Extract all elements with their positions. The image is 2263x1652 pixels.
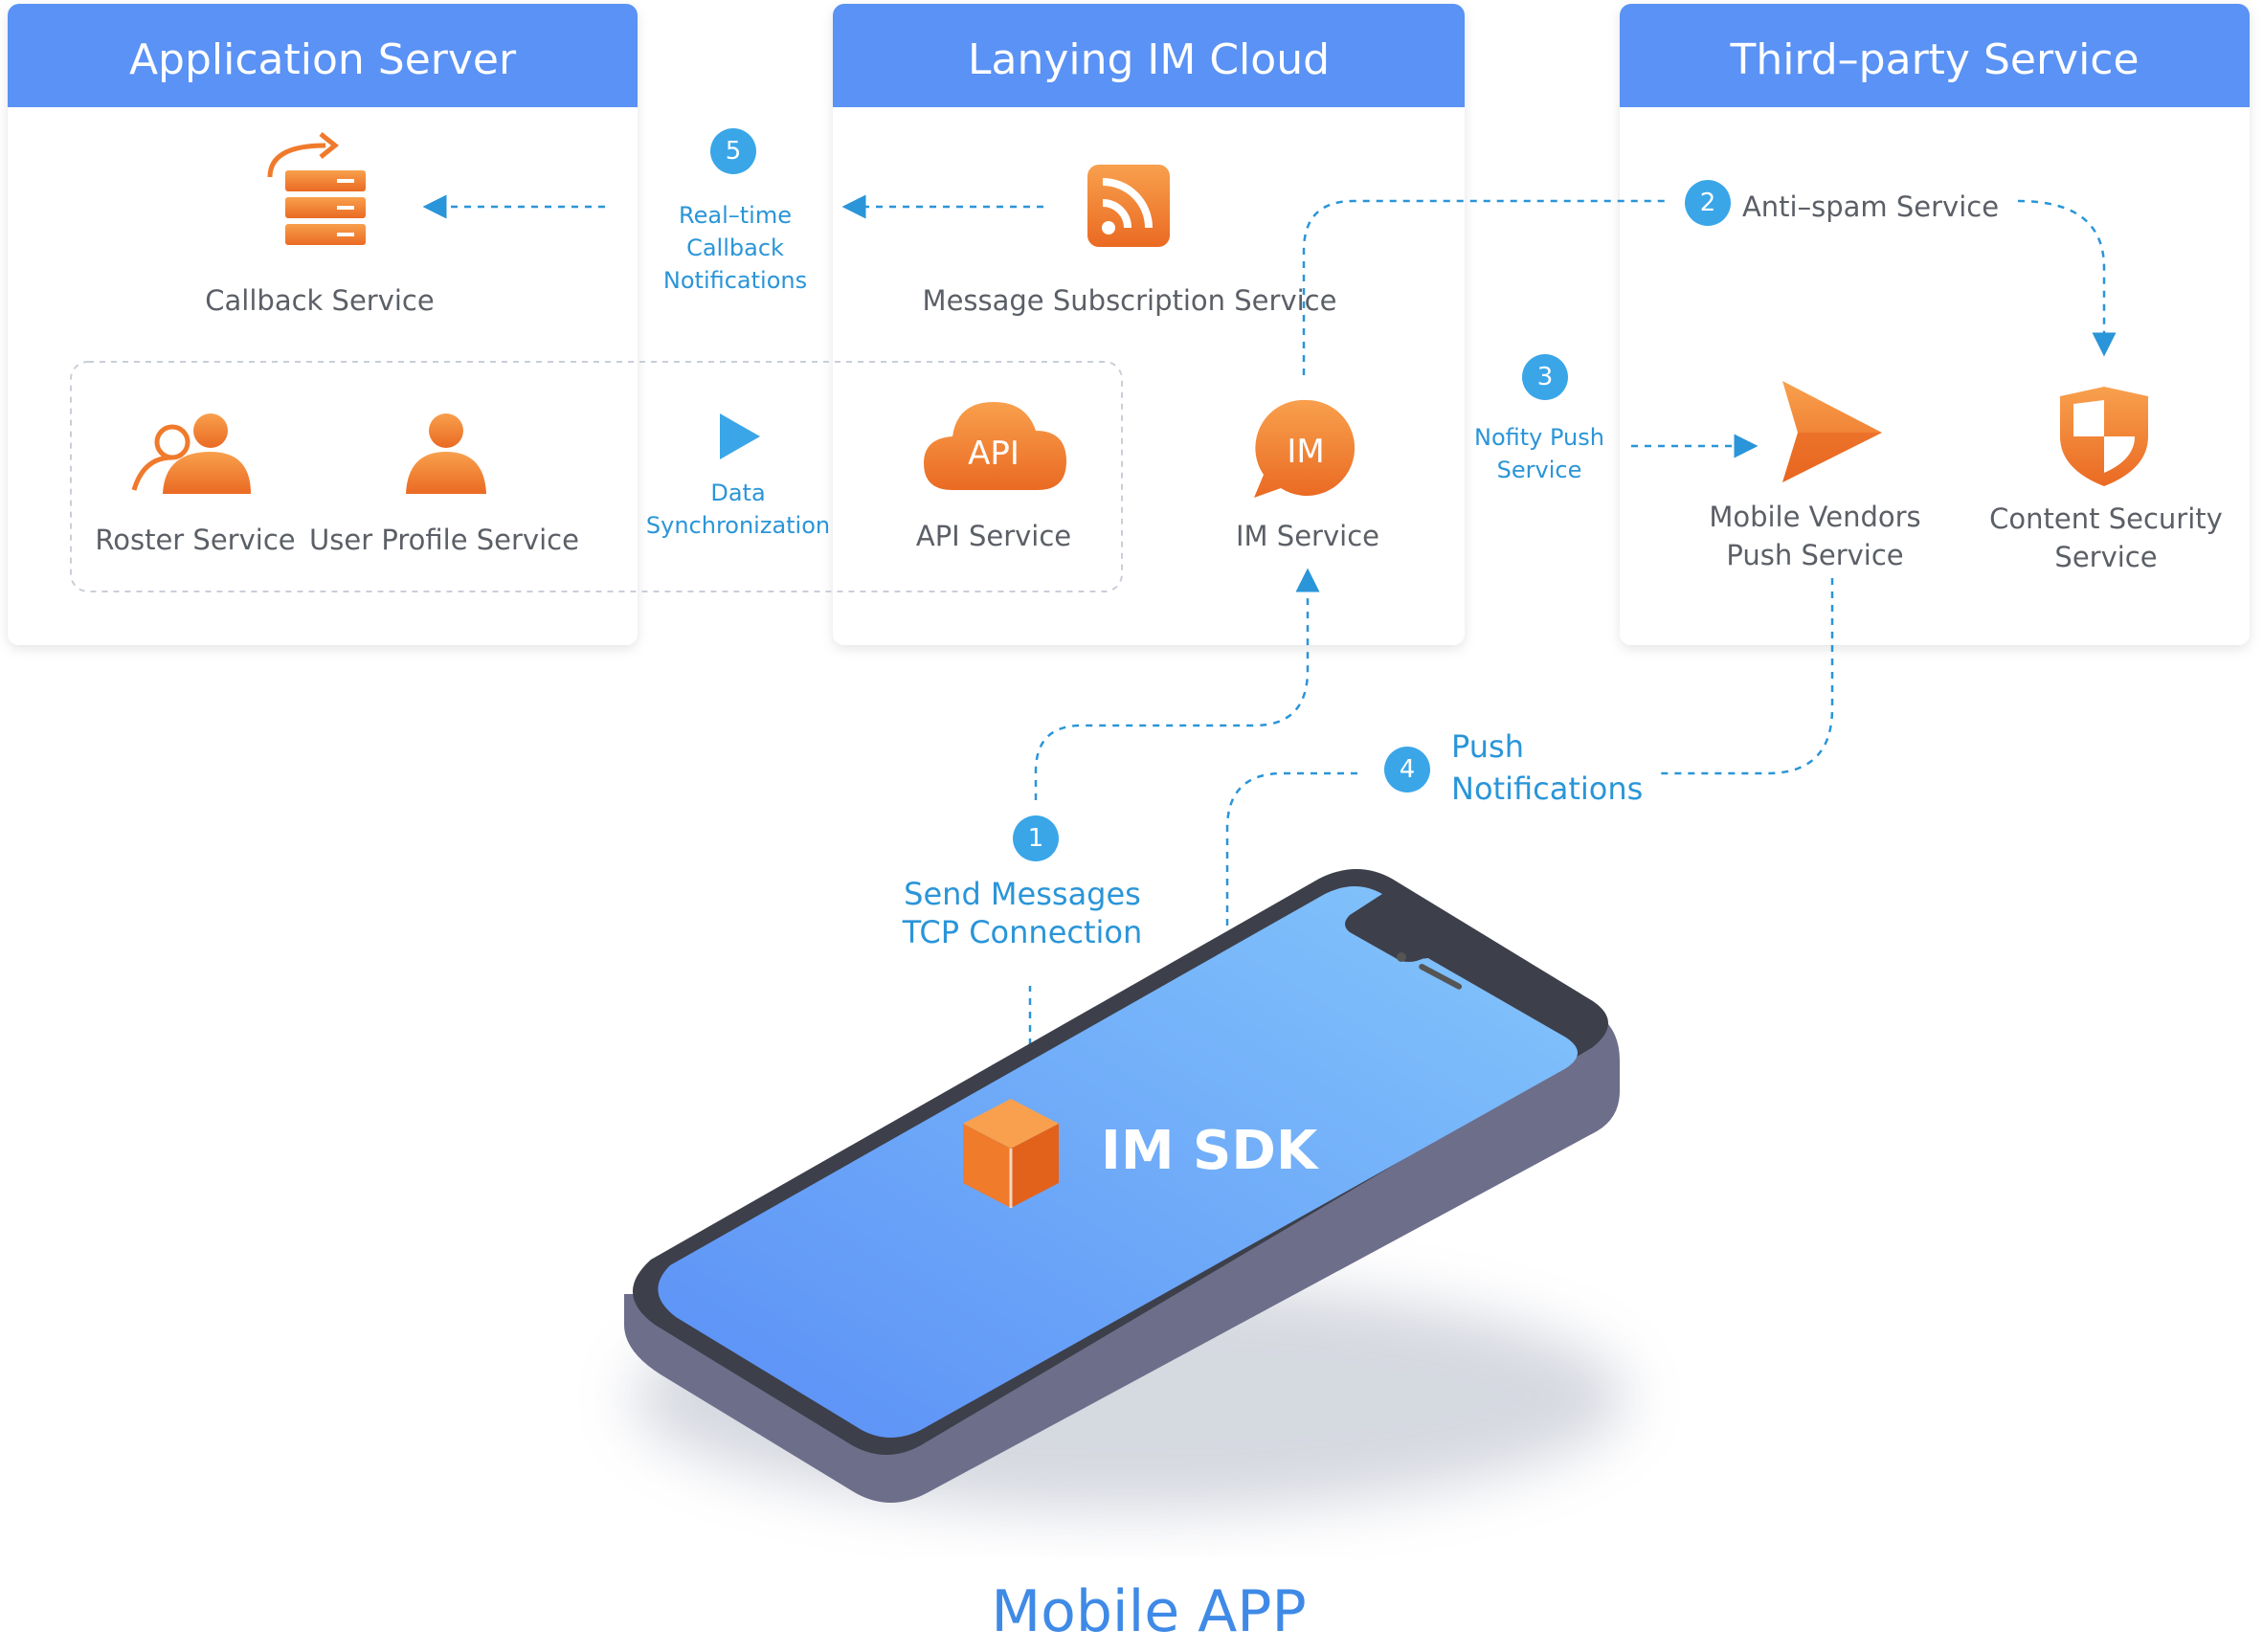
im-icon-text: IM (1287, 433, 1324, 471)
step-5-badge: 5 (710, 128, 756, 174)
play-icon (720, 413, 760, 459)
step-4-badge: 4 (1384, 747, 1430, 793)
mobile-app-title: Mobile APP (991, 1578, 1307, 1645)
api-icon-text: API (968, 435, 1019, 473)
flow-push-vertical (1660, 578, 1834, 775)
im-chat-icon: IM (1254, 399, 1356, 498)
svg-text:4: 4 (1400, 755, 1416, 784)
svg-text:3: 3 (1537, 363, 1554, 391)
user-profile-service-label: User Profile Service (309, 524, 579, 556)
step-3-badge: 3 (1522, 354, 1568, 400)
content-security-label-line1: Content Security (1989, 502, 2223, 535)
notify-push-label-line1: Nofity Push (1474, 424, 1604, 451)
shield-icon (2060, 387, 2148, 486)
api-service-label: API Service (915, 520, 1072, 552)
im-service-label: IM Service (1236, 520, 1379, 552)
lanying-im-cloud-title: Lanying IM Cloud (967, 35, 1331, 84)
paper-plane-icon (1782, 381, 1882, 482)
svg-text:2: 2 (1700, 189, 1716, 217)
sdk-cube-icon (963, 1099, 1059, 1208)
send-messages-label-line1: Send Messages (904, 876, 1141, 912)
application-server-title: Application Server (128, 35, 517, 84)
flow-anti-spam-to-security (2017, 199, 2117, 357)
mobile-vendors-label-line2: Push Service (1726, 539, 1904, 571)
push-notifications-label-line2: Notifications (1451, 770, 1644, 807)
svg-text:1: 1 (1028, 824, 1044, 853)
phone-illustration (624, 869, 1627, 1512)
step-1-badge: 1 (1013, 815, 1059, 861)
content-security-label-line2: Service (2054, 541, 2158, 573)
flow-send-line-upper (1034, 568, 1320, 800)
rss-icon (1087, 165, 1170, 247)
im-sdk-label: IM SDK (1101, 1120, 1318, 1182)
message-subscription-service-label: Message Subscription Service (922, 284, 1337, 317)
user-profile-icon (406, 413, 486, 494)
roster-service-label: Roster Service (95, 524, 296, 556)
mobile-vendors-label-line1: Mobile Vendors (1709, 501, 1921, 533)
step-2-badge: 2 (1685, 180, 1731, 226)
callback-server-icon (267, 132, 366, 245)
realtime-callback-label-line2: Callback (686, 234, 784, 261)
flow-lines (422, 194, 2117, 1084)
notify-push-label-line2: Service (1496, 457, 1582, 483)
send-messages-label-line2: TCP Connection (902, 914, 1143, 950)
roster-icon (131, 413, 251, 494)
third-party-service-title: Third–party Service (1730, 35, 2140, 84)
api-cloud-icon: API (924, 402, 1066, 490)
data-sync-label-line2: Synchronization (645, 512, 831, 539)
anti-spam-service-label: Anti–spam Service (1741, 190, 2000, 223)
realtime-callback-label-line3: Notifications (662, 267, 808, 294)
data-sync-group-box (70, 361, 1123, 592)
data-sync-label-line1: Data (710, 480, 766, 506)
callback-service-label: Callback Service (205, 284, 435, 317)
push-notifications-label-line1: Push (1451, 728, 1524, 765)
panel-third-party (1620, 4, 2250, 645)
step-badges: 5 2 3 4 1 (710, 128, 1731, 861)
flow-anti-spam-line (1302, 199, 1666, 375)
realtime-callback-label-line1: Real–time (679, 202, 792, 229)
svg-text:5: 5 (726, 137, 742, 166)
